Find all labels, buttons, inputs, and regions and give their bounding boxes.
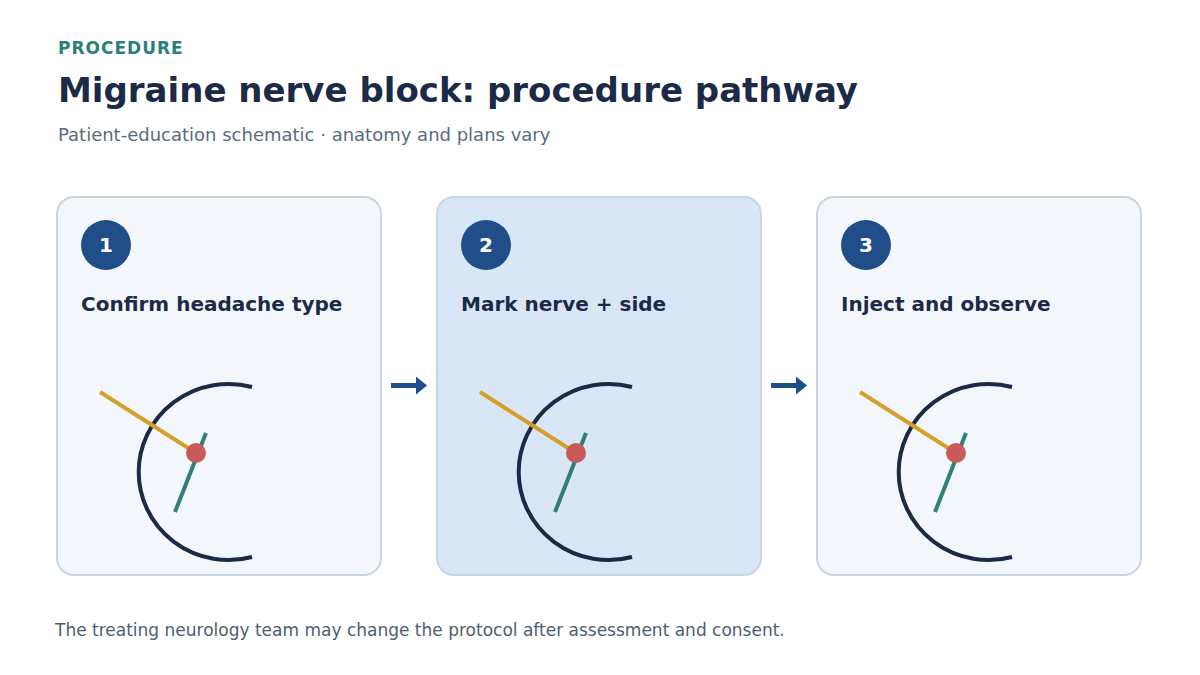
step-card: Confirm headache type 1 <box>56 196 382 576</box>
step-card: Inject and observe 3 <box>816 196 1142 576</box>
callout-number: 1 <box>99 235 113 255</box>
eyebrow-label: PROCEDURE <box>58 38 184 58</box>
step-heading: Mark nerve + side <box>461 292 666 316</box>
step-card: Mark nerve + side 2 <box>436 196 762 576</box>
flow-arrow <box>771 377 807 395</box>
callout-number: 2 <box>479 235 493 255</box>
subtitle-label: Patient-education schematic · anatomy an… <box>58 124 550 145</box>
caption-note: The treating neurology team may change t… <box>55 620 785 640</box>
step-badge: 1 <box>81 220 131 270</box>
flow-arrow <box>391 377 427 395</box>
step-badge: 3 <box>841 220 891 270</box>
callout-number: 3 <box>859 235 873 255</box>
diagram-title: Migraine nerve block: procedure pathway <box>58 70 858 110</box>
step-heading: Confirm headache type <box>81 292 342 316</box>
step-badge: 2 <box>461 220 511 270</box>
step-heading: Inject and observe <box>841 292 1050 316</box>
